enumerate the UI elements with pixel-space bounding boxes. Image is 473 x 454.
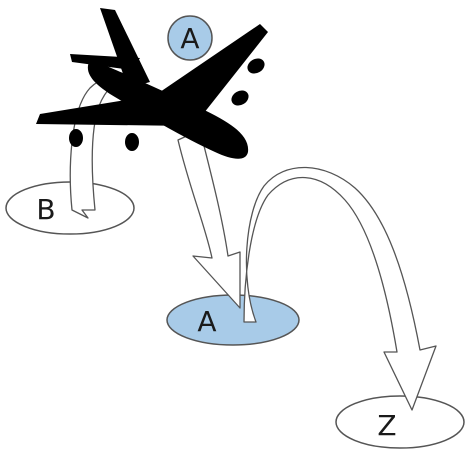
arrow-plane-to-a xyxy=(177,129,241,309)
stop-a-label: A xyxy=(197,305,216,338)
stop-b-label: B xyxy=(36,193,55,226)
stop-a-ellipse xyxy=(166,294,300,346)
airplane-icon xyxy=(36,8,268,159)
plane-badge-label: A xyxy=(180,22,199,55)
plane-badge-circle xyxy=(167,15,213,61)
stop-z-label: Z xyxy=(377,409,396,442)
stop-z-ellipse xyxy=(335,395,465,449)
arrow-a-to-z xyxy=(243,166,437,411)
